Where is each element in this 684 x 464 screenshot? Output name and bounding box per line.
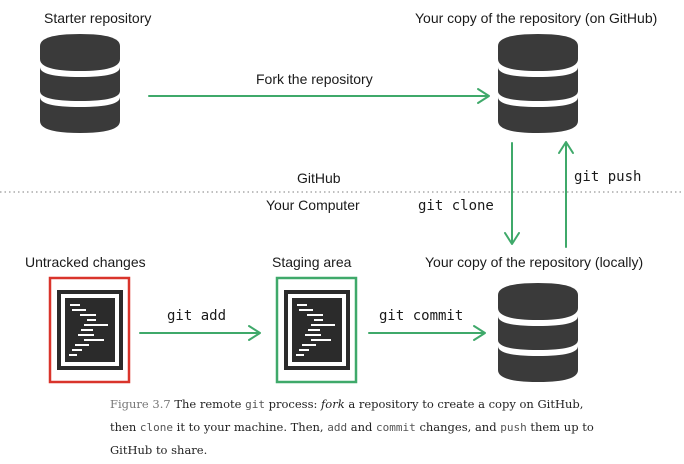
git-push-arrow	[558, 141, 574, 248]
caption-code-add: add	[327, 421, 348, 434]
git-clone-label: git clone	[418, 198, 494, 214]
caption-text: and	[347, 420, 377, 434]
github-copy-database-icon	[498, 34, 578, 133]
git-add-arrow	[139, 325, 261, 341]
git-commit-arrow	[368, 325, 486, 341]
caption-text: changes, and	[415, 420, 501, 434]
untracked-code-document-icon	[57, 290, 123, 370]
starter-repository-database-icon	[40, 34, 120, 133]
caption-text: process:	[264, 397, 322, 411]
git-clone-arrow	[504, 142, 520, 245]
fork-arrow	[148, 88, 490, 104]
git-add-label: git add	[167, 308, 227, 324]
fork-label: Fork the repository	[256, 71, 373, 87]
staging-area-label: Staging area	[272, 254, 352, 270]
github-copy-label: Your copy of the repository (on GitHub)	[415, 10, 658, 26]
caption-text: them up to GitHub to share.	[110, 420, 594, 457]
figure-caption: Figure 3.7 The remote git process: fork …	[110, 393, 610, 462]
git-push-label: git push	[574, 169, 642, 185]
caption-text: it to your machine. Then,	[173, 420, 328, 434]
caption-emphasis-fork: fork	[321, 397, 345, 411]
figure-number: Figure 3.7	[110, 397, 171, 411]
caption-text: The remote	[170, 397, 246, 411]
git-commit-label: git commit	[379, 308, 464, 324]
starter-repository-label: Starter repository	[44, 10, 152, 26]
caption-code-clone: clone	[139, 421, 174, 434]
caption-text: a repository to create a copy on GitHub,…	[110, 397, 584, 434]
caption-code-commit: commit	[376, 421, 416, 434]
local-copy-database-icon	[498, 283, 578, 382]
untracked-changes-label: Untracked changes	[25, 254, 146, 270]
caption-code-push: push	[500, 421, 527, 434]
local-copy-label: Your copy of the repository (locally)	[425, 254, 644, 270]
caption-code-git: git	[245, 398, 265, 411]
github-zone-label: GitHub	[297, 170, 341, 186]
staging-code-document-icon	[284, 290, 350, 370]
your-computer-zone-label: Your Computer	[266, 197, 360, 213]
